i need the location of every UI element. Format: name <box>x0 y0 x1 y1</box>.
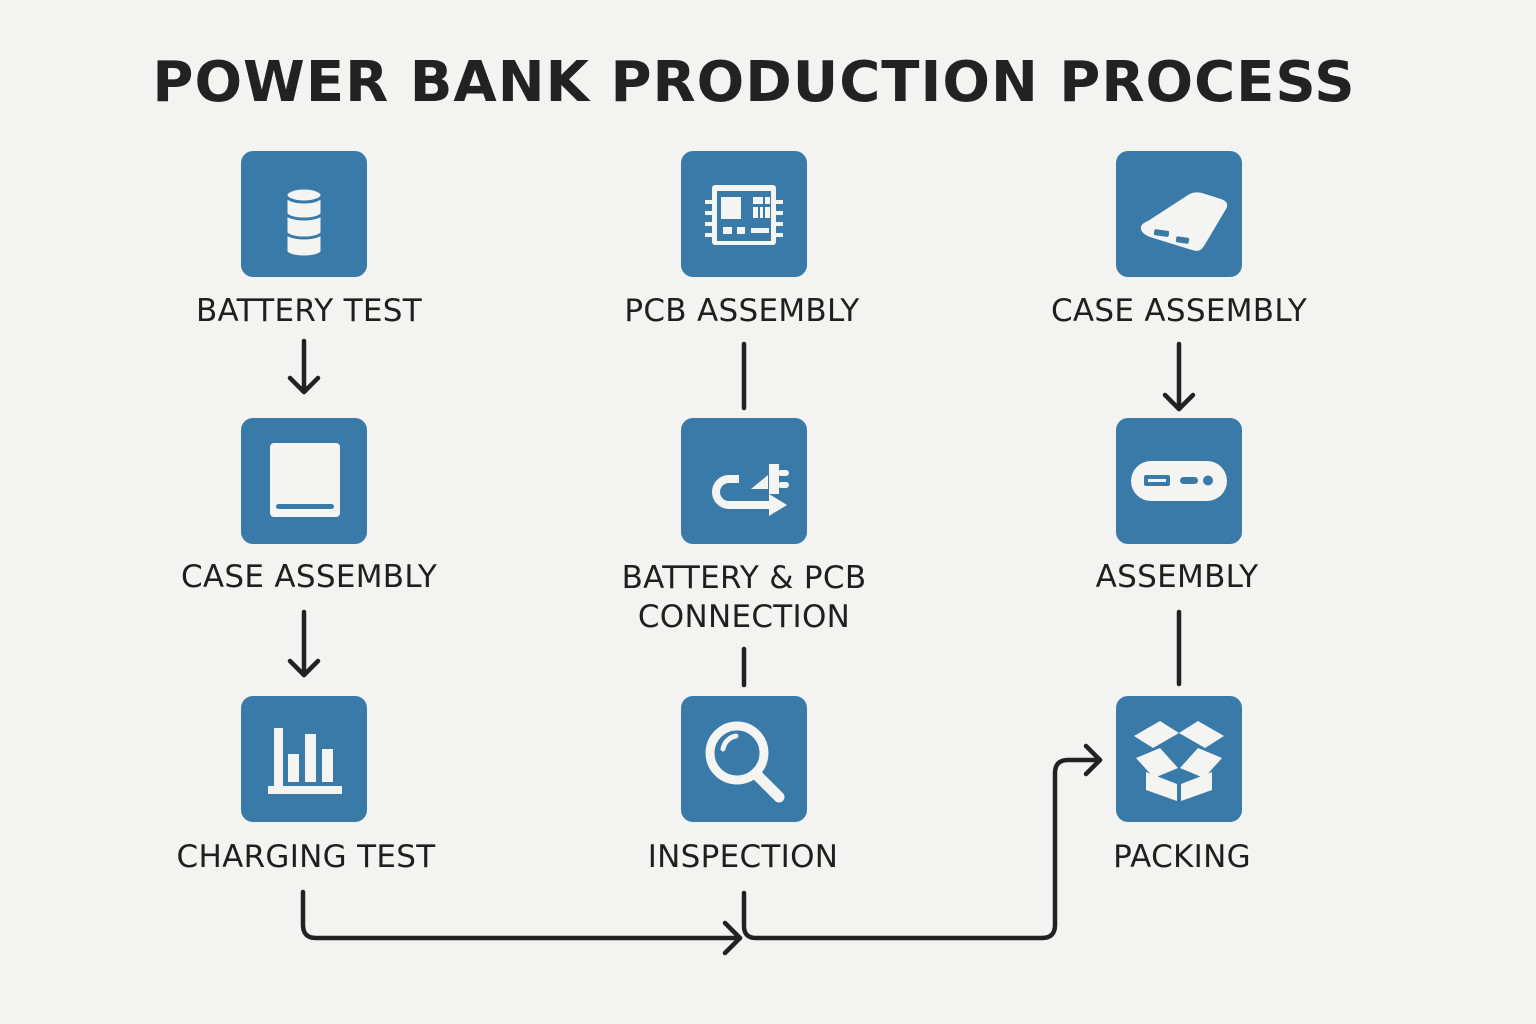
step-label-line-2: CONNECTION <box>637 599 851 635</box>
step-inspection-tile <box>681 696 807 822</box>
diagram-title: POWER BANK PRODUCTION PROCESS <box>152 50 1356 115</box>
arrow-charging-test-to-inspection <box>300 889 743 956</box>
step-label-inspection: INSPECTION <box>647 839 839 875</box>
step-case-assembly-tile <box>241 418 367 544</box>
step-label-case-assembly: CASE ASSEMBLY <box>180 559 438 595</box>
power-bank-ports-icon <box>1131 461 1227 501</box>
arrow-case-assembly-to-charging-test <box>287 609 321 678</box>
step-battery-test-tile <box>241 151 367 277</box>
step-label-pcb-assembly: PCB ASSEMBLY <box>624 293 860 329</box>
step-label-line-1: BATTERY & PCB <box>621 560 867 596</box>
step-label-battery-pcb-connection: BATTERY & PCB CONNECTION <box>564 559 924 637</box>
plug-cable-icon <box>712 464 789 516</box>
case-icon <box>270 443 340 517</box>
circuit-board-icon <box>705 185 783 245</box>
step-battery-pcb-connection-tile <box>681 418 807 544</box>
step-charging-test-tile <box>241 696 367 822</box>
arrow-case-assembly-to-assembly <box>1162 341 1196 412</box>
power-bank-icon <box>1140 192 1228 251</box>
step-label-case-assembly-2: CASE ASSEMBLY <box>1050 293 1308 329</box>
step-label-packing: PACKING <box>1113 839 1251 875</box>
step-case-assembly-2-tile <box>1116 151 1242 277</box>
step-packing-tile <box>1116 696 1242 822</box>
open-box-icon <box>1134 721 1224 801</box>
step-label-charging-test: CHARGING TEST <box>176 839 436 875</box>
step-pcb-assembly-tile <box>681 151 807 277</box>
arrow-battery-test-to-case-assembly <box>287 338 321 395</box>
step-label-assembly: ASSEMBLY <box>1095 559 1259 595</box>
step-assembly-tile <box>1116 418 1242 544</box>
step-label-battery-test: BATTERY TEST <box>195 293 423 329</box>
bar-chart-icon <box>268 728 342 794</box>
magnifier-icon <box>705 721 785 803</box>
battery-cells-icon <box>284 186 324 259</box>
